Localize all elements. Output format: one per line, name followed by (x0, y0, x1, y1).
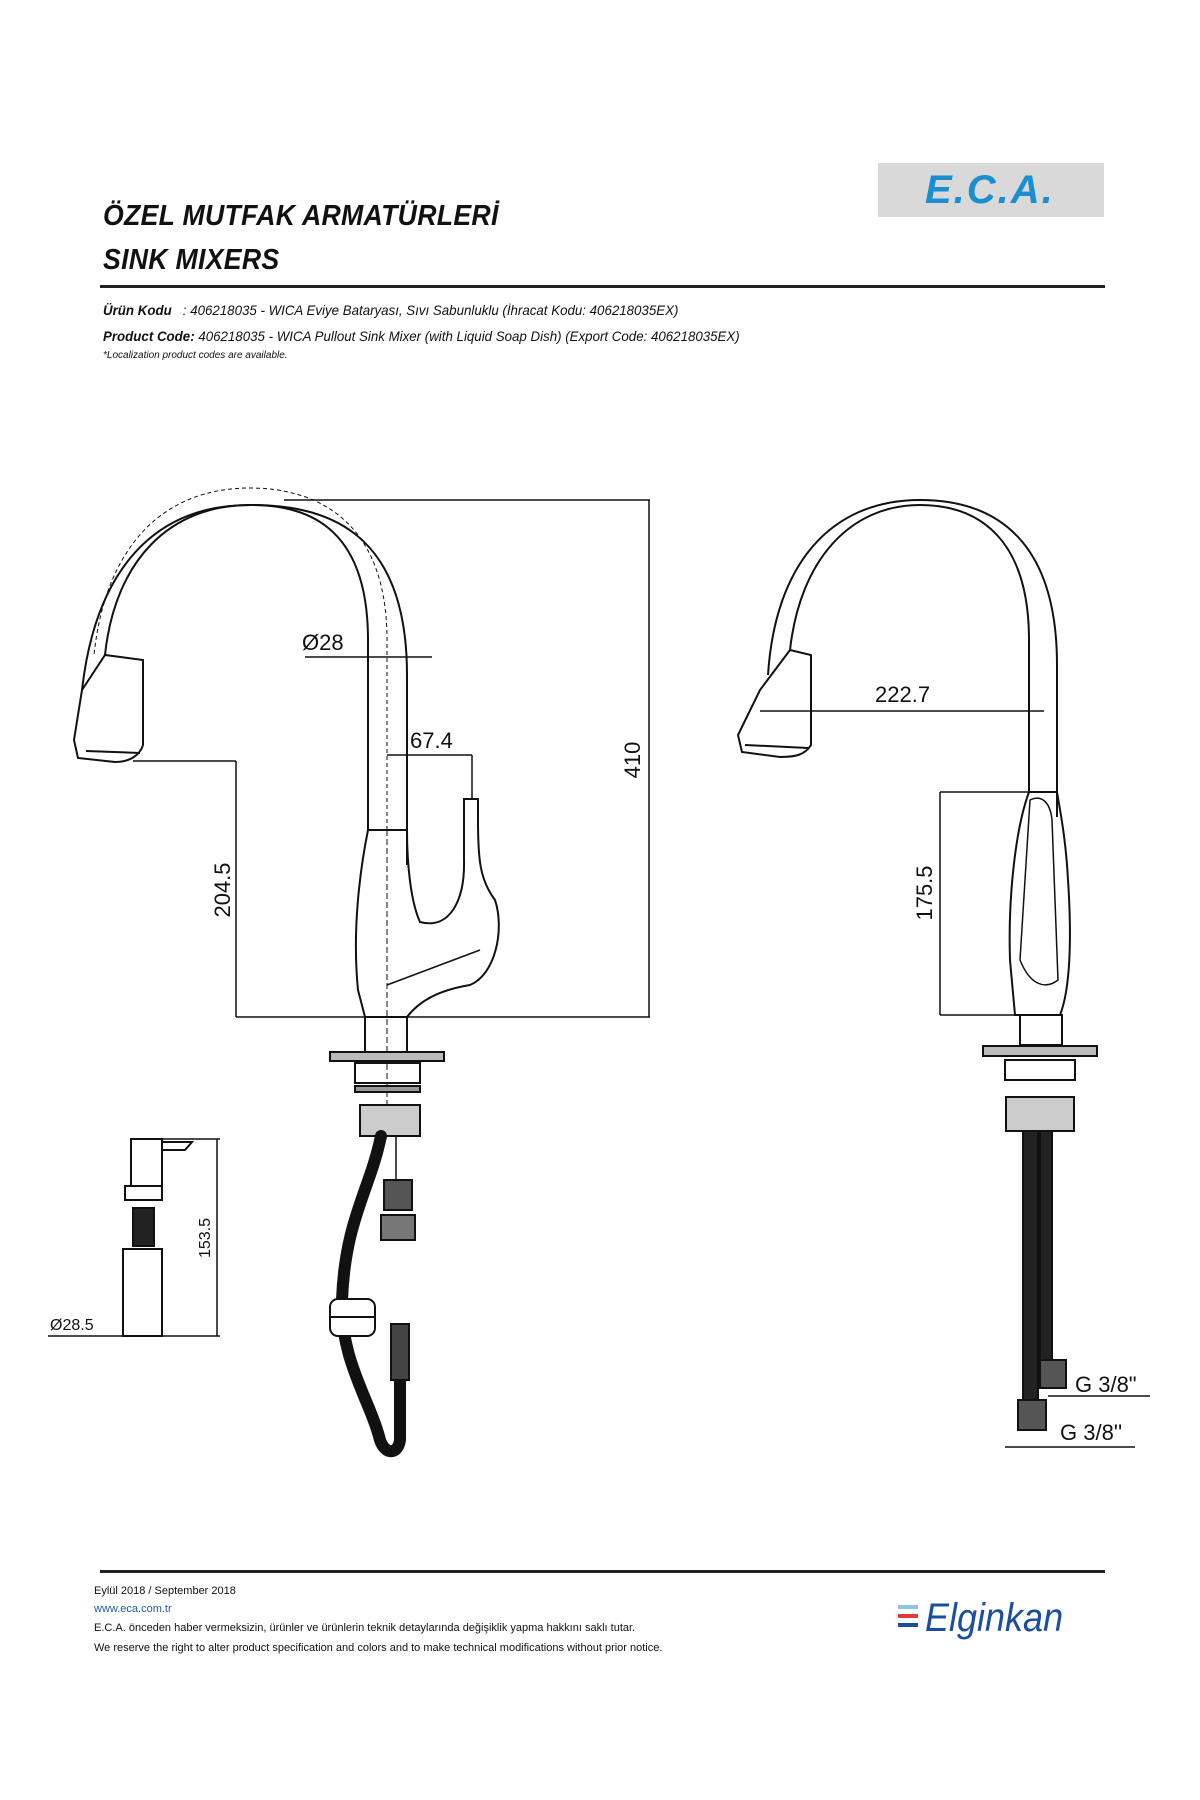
dim-thread-1: G 3/8" (1075, 1372, 1137, 1397)
product-code-tr-text: : 406218035 - WICA Eviye Bataryası, Sıvı… (182, 302, 679, 318)
elginkan-logo: Elginkan (925, 1596, 1064, 1640)
elginkan-logo-mark (898, 1605, 918, 1627)
dim-soap-diameter: Ø28.5 (50, 1317, 94, 1334)
dim-handle-offset: 67.4 (410, 728, 453, 753)
page-title-en: SINK MIXERS (103, 244, 280, 276)
product-code-en: Product Code: 406218035 - WICA Pullout S… (103, 328, 740, 344)
dim-soap-height: 153.5 (197, 1218, 214, 1258)
product-code-tr: Ürün Kodu : 406218035 - WICA Eviye Batar… (103, 302, 678, 318)
eca-logo-box (878, 163, 1104, 217)
footer-date: Eylül 2018 / September 2018 (94, 1585, 236, 1597)
page-title-tr: ÖZEL MUTFAK ARMATÜRLERİ (103, 200, 499, 232)
localization-note: *Localization product codes are availabl… (103, 350, 288, 361)
header-divider (100, 285, 1105, 288)
product-code-en-label: Product Code: (103, 328, 195, 344)
footer-url[interactable]: www.eca.com.tr (94, 1603, 172, 1615)
footer-divider (100, 1570, 1105, 1573)
dim-thread-2: G 3/8'' (1060, 1420, 1122, 1445)
dim-spout-height: 204.5 (210, 862, 235, 917)
product-code-en-text: 406218035 - WICA Pullout Sink Mixer (wit… (198, 328, 740, 344)
dim-total-height: 410 (620, 742, 645, 779)
dim-handle-height: 175.5 (912, 865, 937, 920)
eca-logo: E.C.A. (925, 168, 1055, 212)
footer-disclaimer-tr: E.C.A. önceden haber vermeksizin, ürünle… (94, 1622, 636, 1634)
front-faucet (72, 487, 500, 1458)
dim-reach: 222.7 (875, 682, 930, 707)
footer-disclaimer-en: We reserve the right to alter product sp… (94, 1642, 663, 1654)
front-dimensions (133, 499, 650, 1018)
dim-diameter: Ø28 (302, 630, 344, 655)
product-code-tr-label: Ürün Kodu (103, 302, 172, 318)
soap-dispenser (48, 1138, 220, 1337)
side-faucet (736, 498, 1150, 1448)
